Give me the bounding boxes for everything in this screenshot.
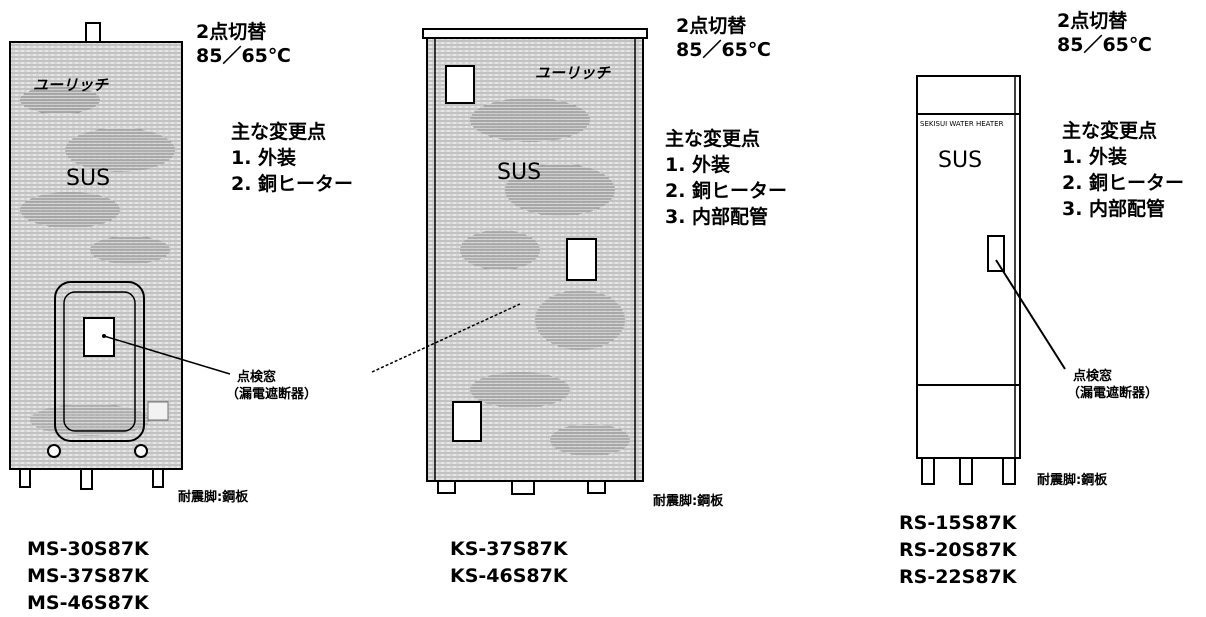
- ms-leg: [152, 468, 164, 488]
- ks-leader-line: [371, 303, 521, 373]
- rs-change-item: 3. 内部配管: [1062, 198, 1166, 220]
- ms-change-item: 1. 外装: [231, 147, 297, 169]
- rs-leg: [1002, 457, 1016, 485]
- ks-change-item: 3. 内部配管: [665, 206, 769, 228]
- rs-window-label: 点検窓: [1073, 369, 1113, 384]
- ms-brand-label: ユーリッチ: [33, 76, 109, 94]
- rs-temp-switch-line2: 85／65℃: [1057, 34, 1152, 56]
- model-number: KS-46S87K: [450, 565, 568, 587]
- model-number: RS-15S87K: [899, 512, 1017, 534]
- ms-pipe-connector: [134, 444, 148, 458]
- ks-temp-switch-line2: 85／65℃: [676, 39, 771, 61]
- rs-leader-line: [995, 259, 1066, 370]
- ms-window-sublabel: （漏電遮断器）: [226, 387, 318, 402]
- ms-changes-title: 主な変更点: [231, 121, 327, 143]
- ms-material-label: SUS: [66, 166, 111, 191]
- ks-inspection-window: [566, 238, 597, 281]
- rs-leg: [921, 457, 935, 485]
- ks-leg: [587, 480, 606, 494]
- rs-inspection-window: [987, 235, 1005, 272]
- rs-temp-switch-line1: 2点切替: [1057, 10, 1128, 32]
- ms-access-panel-outer: [54, 281, 145, 442]
- ks-temp-switch-line1: 2点切替: [676, 15, 747, 37]
- rs-change-item: 1. 外装: [1062, 146, 1128, 168]
- rs-leg: [959, 457, 973, 485]
- ms-pipe-connector: [47, 444, 61, 458]
- rs-window-sublabel: （漏電遮断器）: [1067, 386, 1159, 401]
- ks-heater-drawing: [371, 28, 648, 495]
- ms-access-panel-inner: [63, 291, 136, 432]
- ms-leg: [80, 468, 93, 490]
- ks-changes-title: 主な変更点: [665, 128, 761, 150]
- ks-change-item: 2. 銅ヒーター: [665, 180, 788, 202]
- ms-top-pipe: [85, 22, 101, 44]
- rs-maker-label: SEKISUI WATER HEATER: [920, 120, 1004, 128]
- rs-legs-label: 耐震脚:鋼板: [1037, 473, 1108, 488]
- ks-brand-label: ユーリッチ: [535, 64, 611, 82]
- model-number: KS-37S87K: [450, 538, 568, 560]
- ks-leg: [511, 480, 535, 495]
- ms-temp-switch-line1: 2点切替: [196, 21, 267, 43]
- rs-change-item: 2. 銅ヒーター: [1062, 172, 1185, 194]
- rs-material-label: SUS: [938, 148, 983, 173]
- model-number: MS-30S87K: [27, 538, 149, 560]
- ks-material-label: SUS: [497, 160, 542, 185]
- ms-temp-switch-line2: 85／65℃: [196, 45, 291, 67]
- model-number: MS-37S87K: [27, 565, 149, 587]
- ks-lower-panel: [452, 401, 482, 442]
- model-number: MS-46S87K: [27, 592, 149, 614]
- model-number: RS-20S87K: [899, 539, 1017, 561]
- rs-changes-title: 主な変更点: [1062, 120, 1158, 142]
- ks-change-item: 1. 外装: [665, 154, 731, 176]
- ks-upper-panel: [445, 65, 475, 104]
- ms-leader-line: [103, 335, 231, 375]
- ks-legs-label: 耐震脚:鋼板: [653, 494, 724, 509]
- ms-heater-drawing: [9, 22, 231, 490]
- ms-leg: [19, 468, 31, 488]
- model-number: RS-22S87K: [899, 566, 1017, 588]
- ms-change-item: 2. 銅ヒーター: [231, 173, 354, 195]
- rs-heater-drawing: [916, 75, 1066, 485]
- ms-window-label: 点検窓: [237, 370, 277, 385]
- ks-top-cap: [422, 28, 648, 39]
- ms-legs-label: 耐震脚:鋼板: [178, 490, 249, 505]
- ks-leg: [437, 480, 456, 494]
